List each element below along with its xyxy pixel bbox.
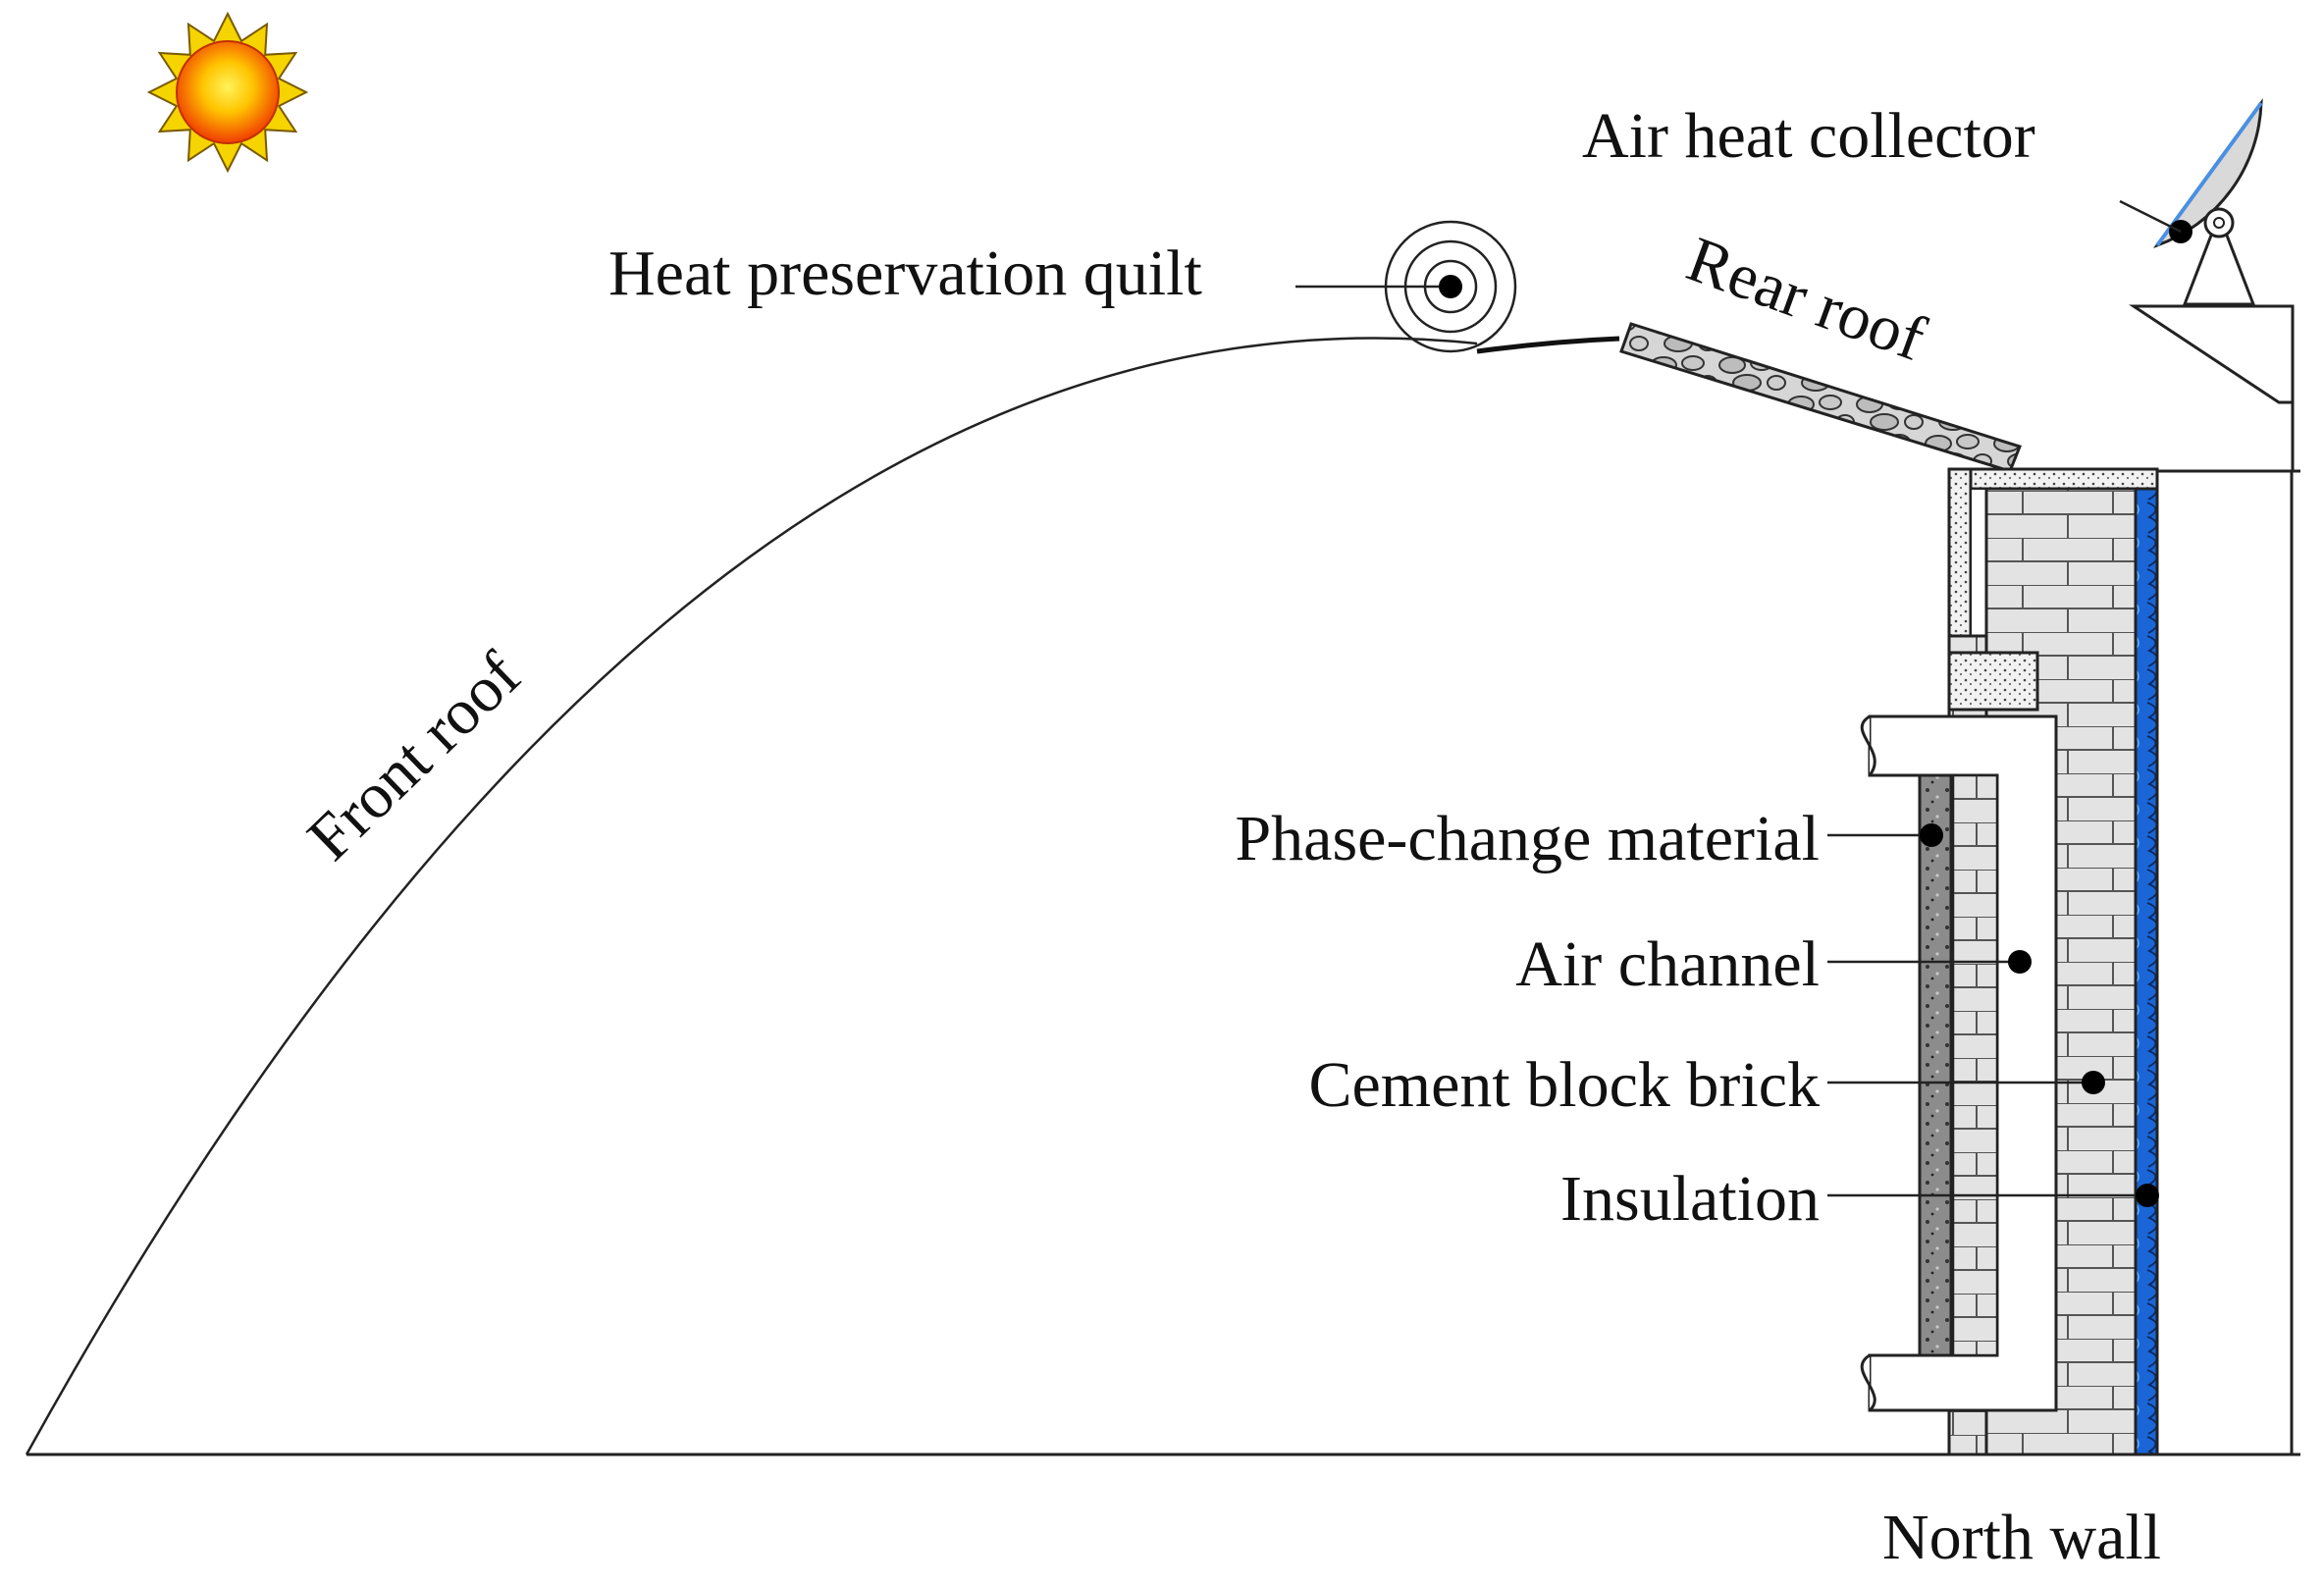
- sun-icon: [146, 11, 309, 174]
- wall-cap: [1947, 467, 2159, 491]
- leader-dots: [1920, 823, 2159, 1207]
- label-phase-change-material: Phase-change material: [1235, 803, 1820, 874]
- front-roof-curve: [25, 337, 1478, 1455]
- quilt-line: [1476, 336, 1620, 354]
- collector-support: [2129, 304, 2295, 404]
- label-insulation: Insulation: [1560, 1163, 1820, 1235]
- label-front-roof: Front roof: [294, 639, 535, 874]
- insulation-layer: [2134, 487, 2159, 1456]
- air-heat-collector: [2119, 98, 2263, 306]
- label-air-channel: Air channel: [1515, 928, 1820, 1000]
- label-cement-block-brick: Cement block brick: [1308, 1049, 1820, 1121]
- label-air-heat-collector: Air heat collector: [1582, 100, 2035, 172]
- rear-roof-slab: [1619, 322, 2022, 473]
- phase-change-layer: [1918, 773, 1953, 1357]
- leader-lines: [1295, 285, 2147, 1197]
- label-north-wall: North wall: [1882, 1502, 2161, 1573]
- label-heat-preservation-quilt: Heat preservation quilt: [608, 238, 1202, 309]
